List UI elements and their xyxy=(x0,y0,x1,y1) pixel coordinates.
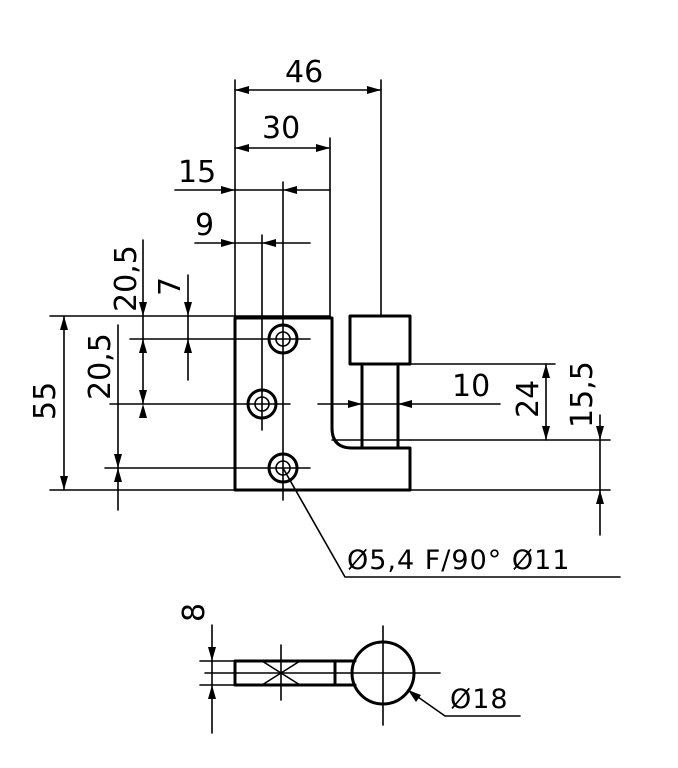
dim-20-5-top-label: 20,5 xyxy=(109,245,144,312)
dim-20-5-mid-label: 20,5 xyxy=(83,333,118,400)
dim-55-label: 55 xyxy=(28,382,63,420)
diameter-18-note: Ø18 xyxy=(450,684,509,715)
dim-7-label: 7 xyxy=(153,277,188,296)
dim-30-label: 30 xyxy=(262,111,300,146)
hole-spec-note: Ø5,4 F/90° Ø11 xyxy=(347,545,570,576)
dim-46-label: 46 xyxy=(285,55,323,90)
extension-lines xyxy=(49,79,611,501)
dim-10-label: 10 xyxy=(452,369,490,404)
dim-8-label: 8 xyxy=(177,603,212,622)
dim-15-label: 15 xyxy=(178,155,216,190)
dim-15-5-label: 15,5 xyxy=(565,361,600,428)
dim-9-label: 9 xyxy=(195,208,214,243)
pin-head xyxy=(348,314,412,366)
dimension-lines xyxy=(60,86,621,578)
bottom-view xyxy=(199,624,521,734)
dim-24-label: 24 xyxy=(511,380,546,418)
bracket-outline xyxy=(233,316,412,492)
